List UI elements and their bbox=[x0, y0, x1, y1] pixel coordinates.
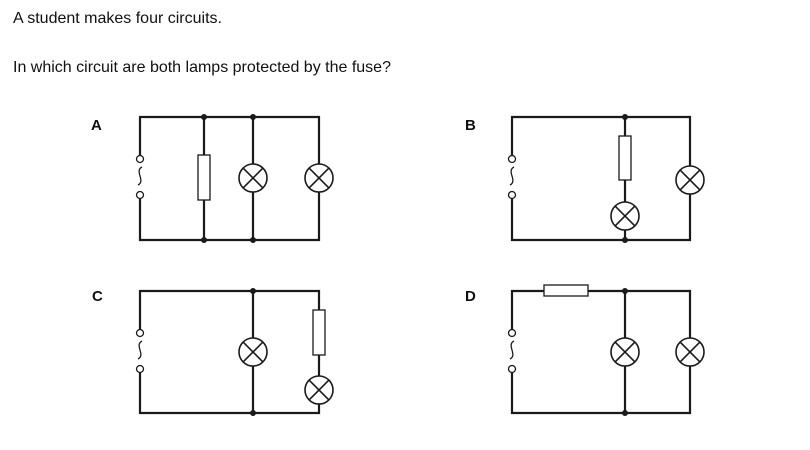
fuse-icon bbox=[618, 135, 632, 181]
fuse-icon bbox=[312, 309, 326, 356]
lamp-icon bbox=[675, 165, 705, 195]
question-intro: A student makes four circuits. bbox=[13, 10, 222, 27]
lamp-icon bbox=[610, 201, 640, 231]
fuse-icon bbox=[543, 284, 589, 297]
circuit-b bbox=[507, 114, 705, 243]
question-prompt: In which circuit are both lamps protecte… bbox=[13, 59, 391, 76]
circuit-c bbox=[135, 288, 334, 416]
ac-supply-icon bbox=[507, 154, 517, 200]
circuit-a bbox=[135, 114, 334, 243]
option-label-a[interactable]: A bbox=[91, 117, 102, 134]
lamp-icon bbox=[610, 337, 640, 367]
circuit-d bbox=[507, 284, 705, 416]
lamp-icon bbox=[238, 163, 268, 193]
lamp-icon bbox=[238, 337, 268, 367]
lamp-icon bbox=[304, 163, 334, 193]
option-label-b[interactable]: B bbox=[465, 117, 476, 134]
lamp-icon bbox=[675, 337, 705, 367]
fuse-icon bbox=[197, 154, 211, 201]
option-label-c[interactable]: C bbox=[92, 288, 103, 305]
option-label-d[interactable]: D bbox=[465, 288, 476, 305]
ac-supply-icon bbox=[135, 154, 145, 200]
lamp-icon bbox=[304, 375, 334, 405]
ac-supply-icon bbox=[135, 328, 145, 374]
ac-supply-icon bbox=[507, 328, 517, 374]
